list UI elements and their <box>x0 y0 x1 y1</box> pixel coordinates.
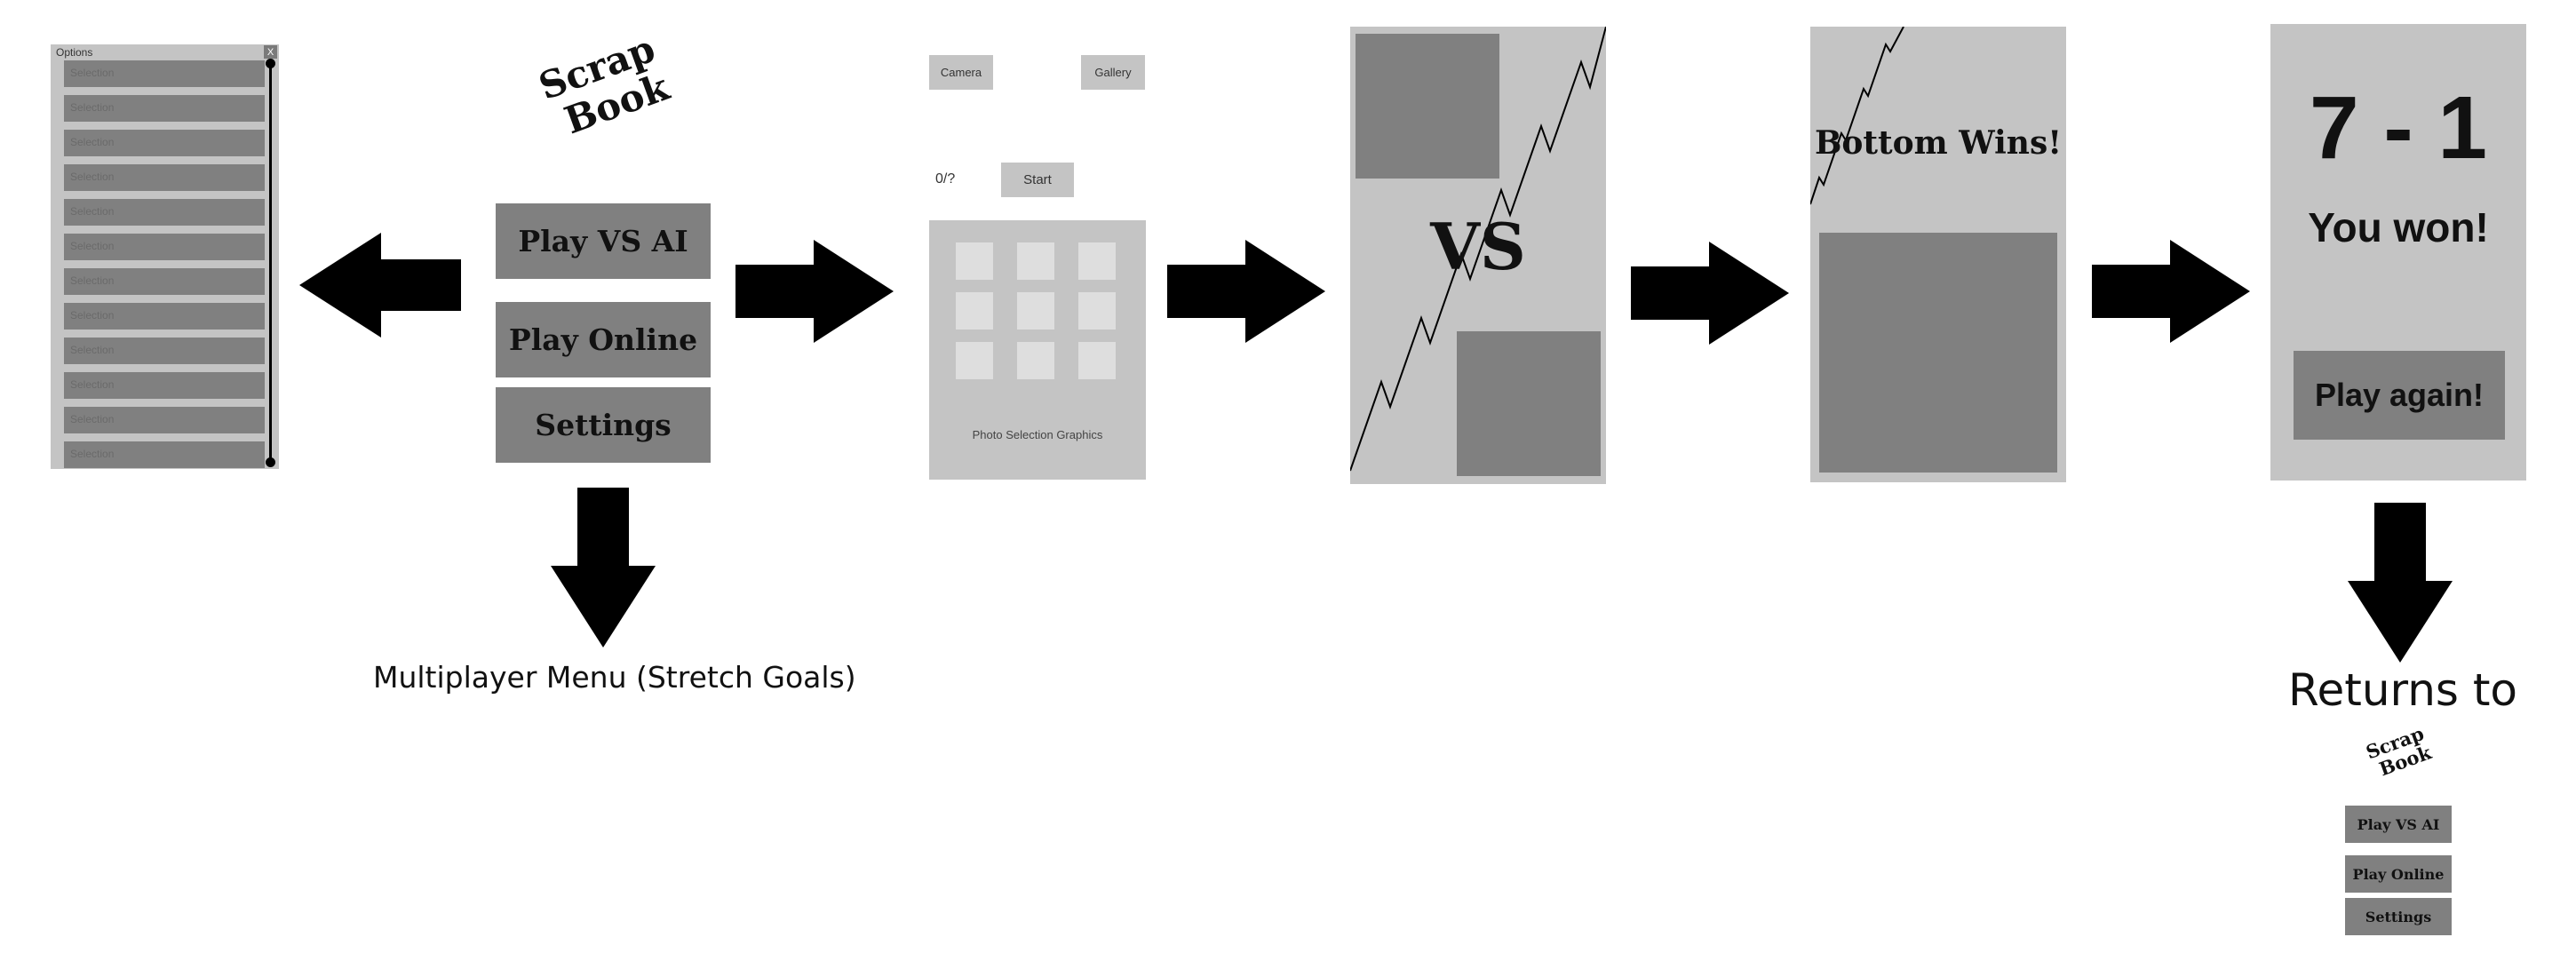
options-item[interactable]: Selection <box>64 407 265 433</box>
close-button[interactable]: X <box>264 45 277 59</box>
options-item-label: Selection <box>70 344 115 356</box>
player-photo-top <box>1356 34 1499 179</box>
arrow-down-icon <box>2348 503 2453 663</box>
photo-tile[interactable] <box>1078 292 1116 330</box>
returns-logo: Scrap Book <box>2362 722 2435 782</box>
photo-counter: 0/? <box>935 171 956 187</box>
score-screen: 7 - 1 You won! Play again! <box>2270 24 2526 481</box>
result-headline: Bottom Wins! <box>1814 124 2063 162</box>
options-item-label: Selection <box>70 240 115 252</box>
options-item-label: Selection <box>70 101 115 114</box>
returns-play-vs-ai-button[interactable]: Play VS AI <box>2345 806 2452 843</box>
options-item-label: Selection <box>70 413 115 425</box>
result-screen: Bottom Wins! <box>1810 27 2066 482</box>
arrow-right-icon <box>1631 242 1789 345</box>
options-item[interactable]: Selection <box>64 199 265 226</box>
returns-note: Returns to <box>2287 664 2518 716</box>
photo-tile[interactable] <box>1078 342 1116 379</box>
options-item-label: Selection <box>70 309 115 322</box>
arrow-right-icon <box>735 240 894 343</box>
gallery-button[interactable]: Gallery <box>1081 55 1145 90</box>
play-online-button[interactable]: Play Online <box>496 302 711 377</box>
play-vs-ai-button[interactable]: Play VS AI <box>496 203 711 279</box>
options-item-label: Selection <box>70 378 115 391</box>
score-text: 7 - 1 <box>2309 78 2488 178</box>
win-message: You won! <box>2308 204 2489 250</box>
photo-tile[interactable] <box>1017 292 1054 330</box>
photo-tile[interactable] <box>956 242 993 280</box>
start-button[interactable]: Start <box>1001 163 1074 197</box>
photo-tile[interactable] <box>956 342 993 379</box>
options-item-label: Selection <box>70 448 115 460</box>
returns-settings-button[interactable]: Settings <box>2345 898 2452 935</box>
arrow-left-icon <box>299 233 461 338</box>
vs-label: VS <box>1430 209 1526 284</box>
options-item-label: Selection <box>70 274 115 287</box>
options-item[interactable]: Selection <box>64 303 265 330</box>
photo-tile[interactable] <box>956 292 993 330</box>
scrollbar-top-knob[interactable] <box>266 59 275 68</box>
multiplayer-note: Multiplayer Menu (Stretch Goals) <box>373 660 856 695</box>
options-item-label: Selection <box>70 136 115 148</box>
options-item[interactable]: Selection <box>64 441 265 468</box>
scrollbar-bottom-knob[interactable] <box>266 457 275 467</box>
photo-selection-panel: Photo Selection Graphics <box>929 220 1146 480</box>
arrow-down-icon <box>551 488 656 647</box>
settings-button[interactable]: Settings <box>496 387 711 463</box>
options-item[interactable]: Selection <box>64 268 265 295</box>
returns-play-online-button[interactable]: Play Online <box>2345 855 2452 893</box>
options-item-label: Selection <box>70 67 115 79</box>
options-item[interactable]: Selection <box>64 95 265 122</box>
camera-button[interactable]: Camera <box>929 55 993 90</box>
options-item[interactable]: Selection <box>64 60 265 87</box>
arrow-right-icon <box>1167 240 1325 343</box>
versus-zigzag <box>1350 27 1606 472</box>
options-item[interactable]: Selection <box>64 164 265 191</box>
options-title: Options <box>56 46 93 59</box>
player-photo-bottom <box>1457 331 1601 476</box>
winner-photo <box>1819 233 2057 473</box>
options-item-label: Selection <box>70 205 115 218</box>
result-zigzag <box>1810 27 1904 205</box>
arrow-right-icon <box>2092 240 2250 343</box>
options-item[interactable]: Selection <box>64 338 265 364</box>
options-item[interactable]: Selection <box>64 372 265 399</box>
photo-grid-caption: Photo Selection Graphics <box>972 428 1103 441</box>
versus-screen: VS <box>1350 27 1606 484</box>
photo-tile[interactable] <box>1017 242 1054 280</box>
photo-tile[interactable] <box>1017 342 1054 379</box>
photo-tile[interactable] <box>1078 242 1116 280</box>
options-item[interactable]: Selection <box>64 130 265 156</box>
options-scrollbar[interactable] <box>269 62 272 460</box>
options-item-label: Selection <box>70 171 115 183</box>
options-item[interactable]: Selection <box>64 234 265 260</box>
scrapbook-logo: Scrap Book <box>531 27 676 147</box>
play-again-button[interactable]: Play again! <box>2294 351 2505 440</box>
